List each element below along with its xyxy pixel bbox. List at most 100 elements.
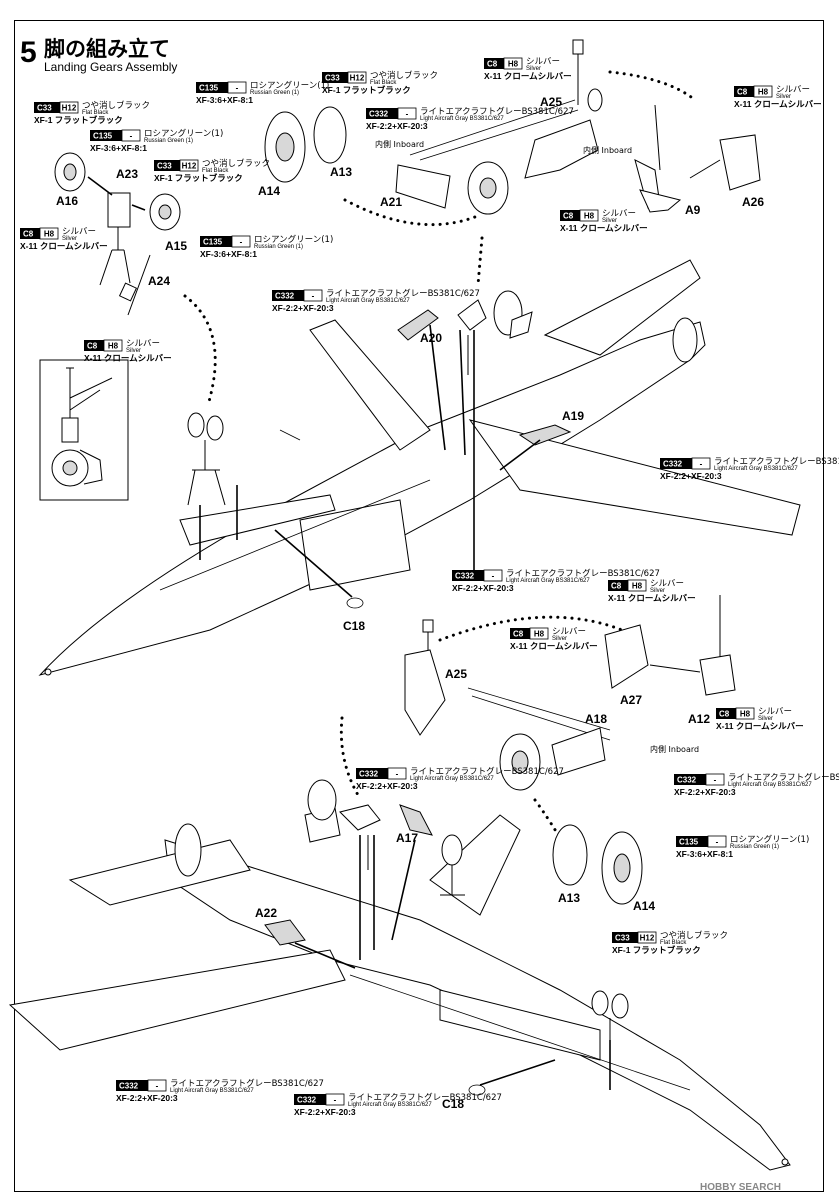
part-label-a25-top: A25 bbox=[540, 95, 562, 109]
h-code: - bbox=[240, 238, 243, 247]
color-name-en: Silver bbox=[526, 66, 541, 72]
color-name-en: Light Aircraft Gray BS381C/627 bbox=[348, 1102, 432, 1108]
inboard-label-top-strut: 内側 Inboard bbox=[375, 139, 424, 149]
h-code: H12 bbox=[350, 74, 365, 83]
h-code: - bbox=[236, 84, 239, 93]
h-code: H8 bbox=[758, 88, 769, 97]
part-label-a23: A23 bbox=[116, 167, 138, 181]
part-label-c18-top: C18 bbox=[343, 619, 365, 633]
color-mix: X-11 クロームシルバー bbox=[510, 641, 598, 651]
color-code-box bbox=[356, 768, 388, 779]
color-name-jp: シルバー bbox=[758, 707, 792, 717]
h-code-box bbox=[147, 1079, 167, 1092]
gear-parts-top-right bbox=[634, 104, 761, 213]
color-mix: XF-2:2+XF-20:3 bbox=[366, 121, 428, 131]
main-wheel-bottom bbox=[552, 824, 643, 905]
color-code: C33 bbox=[157, 162, 172, 171]
color-code: C8 bbox=[719, 710, 730, 719]
color-name-jp: ロシアングリーン(1) bbox=[250, 80, 329, 91]
part-label-c18-bottom: C18 bbox=[442, 1097, 464, 1111]
color-name-en: Russian Green (1) bbox=[254, 244, 303, 250]
h-code: - bbox=[312, 292, 315, 301]
step-header: 5 脚の組み立て Landing Gears Assembly bbox=[20, 36, 177, 74]
color-code: C8 bbox=[611, 582, 622, 591]
color-name-en: Light Aircraft Gray BS381C/627 bbox=[420, 116, 504, 122]
part-label-a14-top: A14 bbox=[258, 184, 280, 198]
h-code-box bbox=[39, 227, 59, 240]
color-name-jp: つや消しブラック bbox=[370, 70, 438, 81]
color-mix: X-11 クロームシルバー bbox=[20, 241, 108, 251]
h-code: H8 bbox=[534, 630, 545, 639]
color-code-box bbox=[674, 774, 706, 785]
color-code: C332 bbox=[663, 460, 683, 469]
color-code: C332 bbox=[275, 292, 295, 301]
color-callout-c135-mid-left: C135-ロシアングリーン(1)Russian Green (1)XF-3:6+… bbox=[200, 234, 333, 259]
color-code-box bbox=[154, 160, 180, 171]
color-code-box bbox=[366, 108, 398, 119]
color-name-en: Silver bbox=[650, 588, 665, 594]
h-code-box bbox=[707, 835, 727, 848]
page-frame bbox=[14, 20, 824, 1192]
part-label-a12: A12 bbox=[688, 712, 710, 726]
h-code-box bbox=[347, 71, 367, 84]
color-callout-c135-top: C135 - ロシアングリーン(1)Russian Green (1)XF-3:6+… bbox=[196, 80, 329, 105]
color-code: C332 bbox=[677, 776, 697, 785]
color-code: C332 bbox=[359, 770, 379, 779]
color-name-jp: シルバー bbox=[526, 57, 560, 67]
h-code: H8 bbox=[508, 60, 519, 69]
color-mix: XF-2:2+XF-20:3 bbox=[356, 781, 418, 791]
color-name-en: Flat Black bbox=[202, 168, 229, 174]
color-mix: X-11 クロームシルバー bbox=[608, 593, 696, 603]
color-mix: XF-3:6+XF-8:1 bbox=[196, 95, 253, 105]
color-code: C135 bbox=[203, 238, 223, 247]
part-labels: A25 A21 A14 A13 A9 A26 A23 A16 A15 A24 A… bbox=[56, 95, 764, 1111]
color-name-jp: シルバー bbox=[776, 85, 810, 95]
h-code: H12 bbox=[62, 104, 77, 113]
color-code-box bbox=[322, 72, 348, 83]
h-code-box bbox=[705, 773, 725, 786]
h-code: - bbox=[714, 776, 717, 785]
color-code-box bbox=[90, 130, 122, 141]
color-code: C33 bbox=[615, 934, 630, 943]
color-name-jp: シルバー bbox=[602, 209, 636, 219]
aircraft-upper bbox=[38, 259, 801, 676]
color-code: C8 bbox=[513, 630, 524, 639]
color-name-jp: ロシアングリーン(1) bbox=[730, 834, 809, 845]
color-mix: XF-3:6+XF-8:1 bbox=[90, 143, 147, 153]
color-name-jp: ライトエアクラフトグレーBS381C/627 bbox=[420, 106, 574, 117]
h-code: H12 bbox=[182, 162, 197, 171]
part-label-a21: A21 bbox=[380, 195, 402, 209]
h-code: - bbox=[716, 838, 719, 847]
color-mix: XF-1 フラットブラック bbox=[154, 173, 243, 183]
watermark: HOBBY SEARCH bbox=[700, 1182, 781, 1193]
h-code: - bbox=[334, 1096, 337, 1105]
part-label-a26: A26 bbox=[742, 195, 764, 209]
part-label-a19: A19 bbox=[562, 409, 584, 423]
color-code: C135 bbox=[93, 132, 113, 141]
color-code-box bbox=[116, 1080, 148, 1091]
color-mix: XF-2:2+XF-20:3 bbox=[116, 1093, 178, 1103]
color-code: C332 bbox=[297, 1096, 317, 1105]
color-mix: X-11 クロームシルバー bbox=[84, 353, 172, 363]
color-code-box bbox=[660, 458, 692, 469]
main-wheel-top bbox=[264, 106, 347, 183]
color-mix: XF-3:6+XF-8:1 bbox=[676, 849, 733, 859]
h-code-box bbox=[735, 707, 755, 720]
color-code: C135 bbox=[199, 84, 219, 93]
color-code-box bbox=[272, 290, 304, 301]
color-name-en: Russian Green (1) bbox=[250, 90, 299, 96]
part-label-a22: A22 bbox=[255, 906, 277, 920]
h-code: H12 bbox=[640, 934, 655, 943]
color-mix: X-11 クロームシルバー bbox=[560, 223, 648, 233]
part-label-a14-bottom: A14 bbox=[633, 899, 655, 913]
